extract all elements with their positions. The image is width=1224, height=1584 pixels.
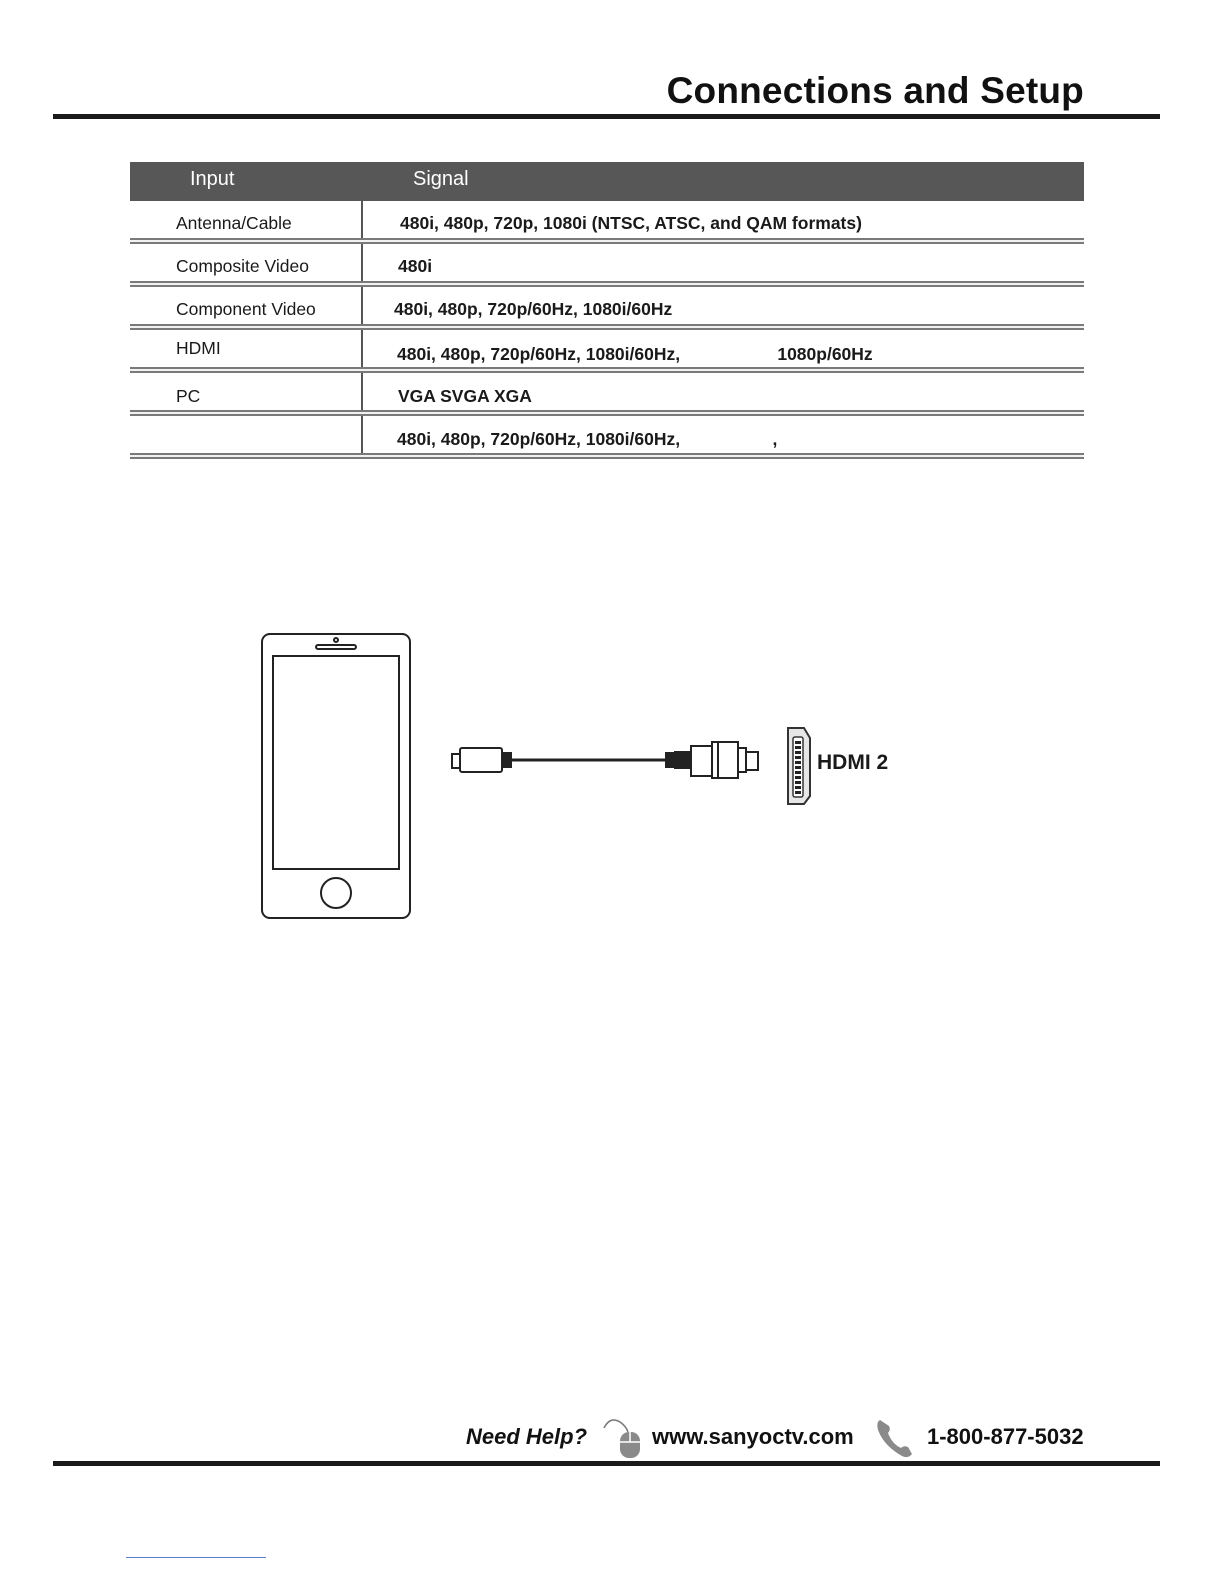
row-input: Composite Video	[176, 256, 309, 276]
page-title: Connections and Setup	[666, 70, 1084, 111]
bottom-line	[126, 1557, 266, 1558]
connection-diagram	[261, 633, 811, 919]
table-row: Component Video 480i, 480p, 720p/60Hz, 1…	[130, 287, 1084, 330]
row-signal: 480i, 480p, 720p/60Hz, 1080i/60Hz	[394, 299, 673, 319]
row-divider	[130, 453, 1084, 459]
signal-table: Input Signal Antenna/Cable 480i, 480p, 7…	[130, 162, 1084, 459]
row-input: Component Video	[176, 299, 316, 319]
column-divider	[361, 201, 363, 241]
mouse-icon	[602, 1414, 646, 1466]
row-divider	[130, 281, 1084, 287]
table-row: Composite Video 480i	[130, 244, 1084, 287]
row-input: PC	[176, 386, 201, 406]
row-signal: 480i, 480p, 720p/60Hz, 1080i/60Hz, ,	[397, 429, 778, 449]
row-divider	[130, 324, 1084, 330]
header-signal: Signal	[413, 168, 469, 190]
hdmi-port-icon	[787, 727, 811, 805]
row-signal: 480i	[398, 256, 433, 276]
row-divider	[130, 238, 1084, 244]
column-divider	[361, 373, 363, 413]
table-row: PC VGA SVGA XGA	[130, 373, 1084, 416]
smartphone-icon	[261, 633, 411, 919]
row-signal: 480i, 480p, 720p, 1080i (NTSC, ATSC, and…	[400, 213, 862, 233]
row-input: Antenna/Cable	[176, 213, 292, 233]
column-divider	[361, 330, 363, 370]
row-divider	[130, 367, 1084, 373]
column-divider	[361, 416, 363, 456]
website-link[interactable]: www.sanyoctv.com	[652, 1424, 854, 1449]
column-divider	[361, 244, 363, 284]
table-header: Input Signal	[130, 162, 1084, 201]
table-row: Antenna/Cable 480i, 480p, 720p, 1080i (N…	[130, 201, 1084, 244]
row-divider	[130, 410, 1084, 416]
footer-divider	[53, 1461, 1160, 1466]
phone-icon	[874, 1416, 916, 1466]
header-input: Input	[190, 168, 235, 190]
row-signal: 480i, 480p, 720p/60Hz, 1080i/60Hz, 1080p…	[397, 344, 873, 364]
row-signal: VGA SVGA XGA	[398, 386, 532, 406]
row-input: HDMI	[176, 338, 221, 358]
hdmi-port-label: HDMI 2	[817, 751, 889, 774]
mhl-cable-icon	[451, 741, 759, 779]
table-row: HDMI 480i, 480p, 720p/60Hz, 1080i/60Hz, …	[130, 330, 1084, 373]
column-divider	[361, 287, 363, 327]
need-help-text: Need Help?	[466, 1424, 588, 1449]
help-footer: Need Help? www.sanyoctv.com 1-800-877-50…	[466, 1419, 1086, 1462]
header-divider	[53, 114, 1160, 119]
table-row: 480i, 480p, 720p/60Hz, 1080i/60Hz, ,	[130, 416, 1084, 459]
phone-number: 1-800-877-5032	[927, 1424, 1084, 1449]
